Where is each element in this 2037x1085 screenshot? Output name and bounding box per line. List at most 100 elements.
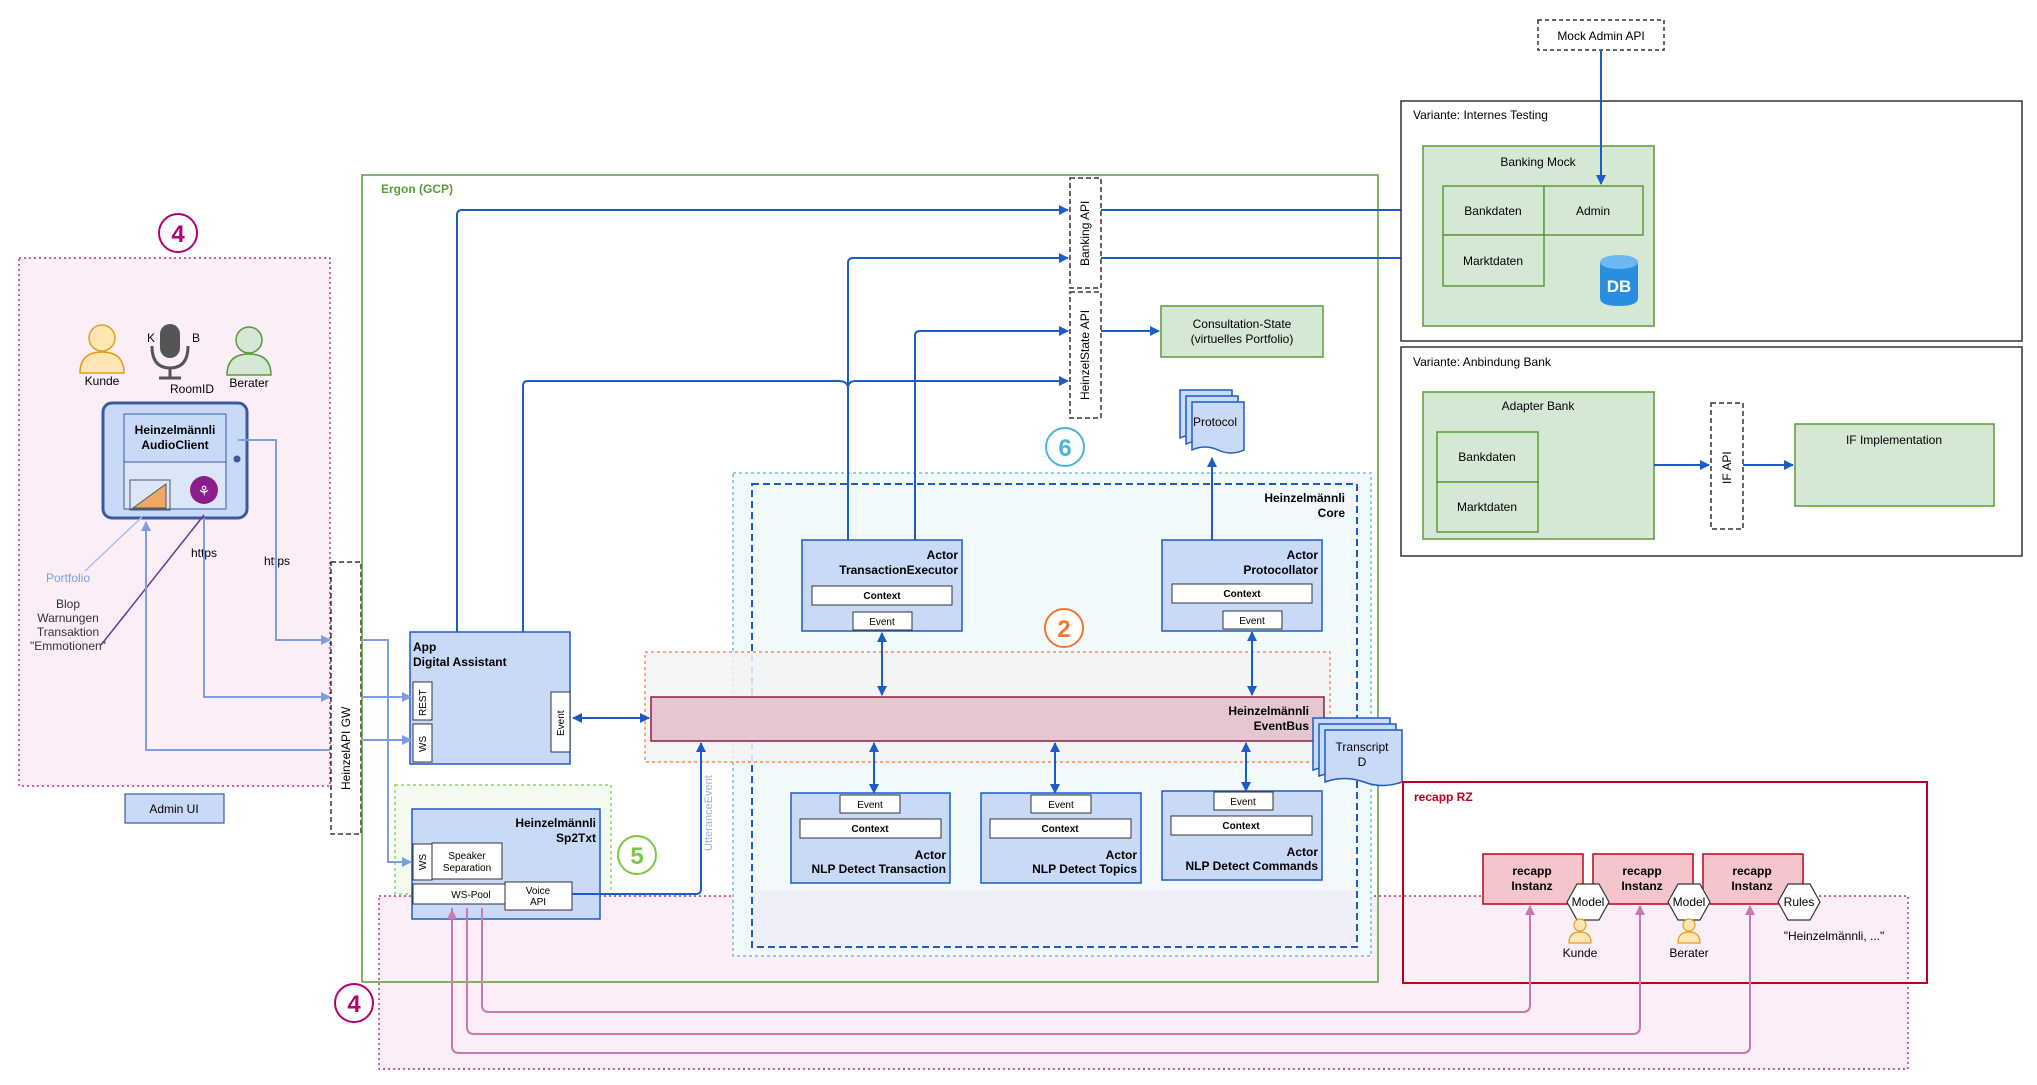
recapp-rz: [1402, 781, 1928, 984]
recapp-logo-glyph: ⚘: [198, 483, 211, 499]
adapter-bank-label: Adapter Bank: [1502, 399, 1576, 413]
actor-tx-title-2: TransactionExecutor: [839, 563, 958, 577]
badge-2: [1044, 608, 1084, 648]
badge-6: [1045, 427, 1085, 467]
admin-mock-label: Admin: [1576, 204, 1610, 218]
recapp-instance-1-l2: Instanz: [1511, 879, 1552, 893]
marktdaten-adapter-label: Marktdaten: [1457, 500, 1517, 514]
protocol-document: [1179, 389, 1245, 454]
actor-tx-context-label: Context: [863, 591, 901, 602]
tablet-button-icon: [233, 455, 241, 463]
rules-label: Rules: [1784, 895, 1815, 909]
app-rest-label: REST: [418, 689, 429, 716]
link-client-gw-2: [203, 518, 331, 702]
badge-5: [617, 835, 657, 875]
badge-4-top: [158, 213, 198, 253]
heinzel-state-api-label: HeinzelState API: [1078, 310, 1092, 400]
nlp2-event: [1030, 794, 1092, 814]
actor-prot-title-1: Actor: [1287, 548, 1319, 562]
if-api-label: IF API: [1720, 451, 1734, 484]
sp2txt-title-2: Sp2Txt: [556, 831, 596, 845]
marktdaten-adapter: [1436, 481, 1539, 533]
recapp-instance-1-l1: recapp: [1512, 864, 1551, 878]
badge-4-bottom-label: 4: [347, 991, 361, 1018]
transcript-label-2: D: [1358, 755, 1367, 769]
nlp2-context: [989, 818, 1132, 839]
link-app-state-api: [522, 376, 1069, 632]
variant-internes-testing-label: Variante: Internes Testing: [1413, 108, 1548, 122]
utterance-event-label: UtteranceEvent: [703, 775, 715, 851]
app-rest-port: [412, 681, 433, 721]
msg-blop: Blop: [56, 597, 80, 611]
actor-tx-context: [811, 585, 953, 606]
nlp3-event: [1213, 791, 1274, 811]
nlp1-event: [839, 794, 901, 814]
if-implementation: [1794, 423, 1995, 507]
nlp3-title-1: Actor: [1287, 845, 1319, 859]
recapp-quote: "Heinzelmännli, ...": [1784, 929, 1885, 943]
badge-4-top-label: 4: [171, 221, 185, 248]
consultation-state: [1160, 305, 1324, 358]
recapp-kunde-label: Kunde: [1563, 946, 1598, 960]
nlp3-context-label: Context: [1222, 821, 1260, 832]
database-icon: [1600, 255, 1638, 306]
badge-2-label: 2: [1057, 616, 1070, 643]
recapp-instance-2-l1: recapp: [1622, 864, 1661, 878]
bankdaten-mock-label: Bankdaten: [1464, 204, 1521, 218]
link-sp2txt-eventbus: [572, 742, 706, 895]
msg-warnungen: Warnungen: [37, 611, 99, 625]
voice-api-2: API: [530, 897, 546, 908]
app-ws-label: WS: [418, 736, 429, 752]
mic-k-label: K: [147, 331, 155, 345]
eventbus-title-2: EventBus: [1254, 719, 1310, 733]
variant-anbindung-bank-label: Variante: Anbindung Bank: [1413, 355, 1552, 369]
recapp-instance-3-l1: recapp: [1732, 864, 1771, 878]
recapp-instance-1: [1482, 853, 1584, 905]
banking-api-label: Banking API: [1078, 201, 1092, 266]
portfolio-connector: [84, 516, 143, 572]
mock-admin-api: [1537, 19, 1665, 51]
audio-client-title-2: AudioClient: [141, 438, 208, 452]
link-recapp-sp2txt-arrowheads: [452, 910, 483, 1000]
actor-prot-event-label: Event: [1239, 616, 1265, 627]
marktdaten-mock-label: Marktdaten: [1463, 254, 1523, 268]
consultation-state-1: Consultation-State: [1193, 317, 1292, 331]
if-api: [1710, 402, 1744, 530]
core-title-1: Heinzelmännli: [1264, 491, 1345, 505]
audio-client-title-1: Heinzelmännli: [135, 423, 216, 437]
link-gw-sp2txt: [361, 639, 412, 867]
actor-tx-title-1: Actor: [927, 548, 959, 562]
actor-prot-context-label: Context: [1223, 589, 1261, 600]
heinzel-state-api: [1069, 291, 1102, 419]
berater-icon: [226, 326, 272, 376]
audio-client-title-box: [123, 413, 227, 463]
portfolio-label: Portfolio: [46, 571, 90, 585]
kunde-icon: [79, 324, 125, 374]
model-hexagon-2: [1667, 883, 1711, 921]
app-event-port: [550, 691, 571, 753]
msg-transaktion: Transaktion: [37, 625, 99, 639]
rules-hexagon: [1777, 883, 1821, 921]
nlp1-title-2: NLP Detect Transaction: [812, 862, 946, 876]
bankdaten-adapter-label: Bankdaten: [1458, 450, 1515, 464]
speaker-separation-1: Speaker: [448, 851, 486, 862]
nlp2-context-label: Context: [1041, 824, 1079, 835]
if-implementation-label: IF Implementation: [1846, 433, 1942, 447]
room-id-label: RoomID: [170, 382, 214, 396]
admin-ui-box[interactable]: [124, 793, 225, 824]
banking-api: [1069, 177, 1102, 289]
heinzel-eventbus: [650, 696, 1325, 742]
eventbus-title-1: Heinzelmännli: [1228, 704, 1309, 718]
ws-pool-label: WS-Pool: [451, 890, 490, 901]
link-client-gw-1: [238, 439, 331, 645]
recapp-logo-icon: [190, 476, 218, 504]
link-gw-client: [141, 521, 330, 751]
nlp1-title-1: Actor: [915, 848, 947, 862]
core-lower-tint: [753, 890, 1356, 946]
nlp2-title-1: Actor: [1106, 848, 1138, 862]
voice-api: [504, 881, 573, 911]
recapp-berater-icon: [1677, 918, 1701, 944]
bankdaten-adapter: [1436, 431, 1539, 483]
app-ws-port: [412, 723, 433, 763]
